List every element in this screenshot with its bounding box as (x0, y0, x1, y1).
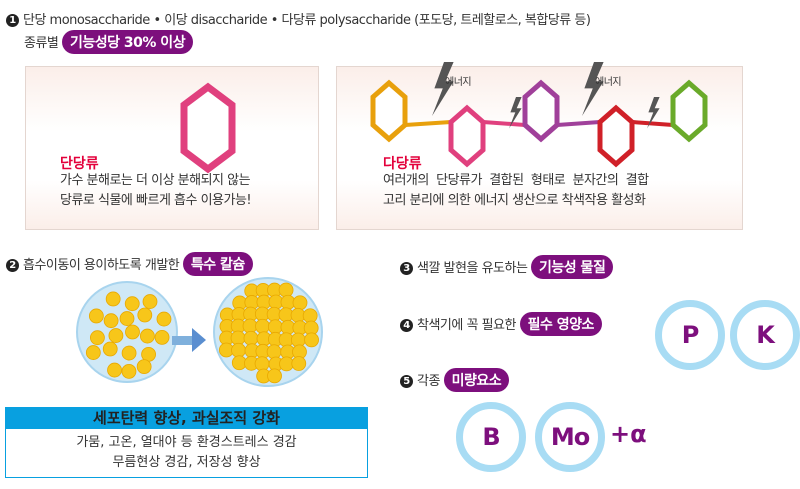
granule (88, 308, 104, 324)
granule (108, 328, 124, 343)
granule (254, 356, 270, 372)
bond-line (556, 120, 601, 127)
granule (105, 291, 121, 307)
special-calcium-badge: 특수 칼슘 (182, 252, 253, 276)
number-badge: 5 (400, 375, 413, 388)
hexagon-icon (522, 79, 560, 143)
hexagon-icon (180, 82, 236, 174)
polysaccharide-panel: 에너지 에너지 다당류 여러개의 단당류가 결합된 형태로 분자간의 결합 고리… (336, 62, 743, 230)
granule (102, 341, 118, 357)
number-badge: 2 (6, 259, 19, 272)
mono-line: 가수 분해로는 더 이상 분해되지 않는 (60, 173, 251, 188)
hexagon-icon (448, 104, 486, 168)
section2-text: 흡수이동이 용이하도록 개발한 (23, 258, 180, 273)
poly-title: 다당류 (383, 156, 422, 172)
number-badge: 3 (400, 262, 413, 275)
monosaccharide-panel: 단당류 가수 분해로는 더 이상 분해되지 않는 당류로 식물에 빠르게 흡수 … (25, 66, 319, 230)
trace-element-badge: 미량요소 (443, 368, 510, 392)
section3-text: 색깔 발현을 유도하는 (417, 261, 528, 276)
lightning-icon (647, 97, 660, 129)
hexagon-icon (597, 104, 635, 168)
benefit-line: 가뭄, 고온, 열대야 등 환경스트레스 경감 (76, 435, 297, 450)
granule (85, 345, 101, 360)
section5-heading: 5 각종 미량요소 (400, 368, 510, 392)
granule (121, 363, 137, 379)
bond-line (404, 120, 452, 127)
functional-substance-badge: 기능성 물질 (531, 255, 614, 279)
granule (266, 344, 282, 360)
section4-heading: 4 착색기에 꼭 필요한 필수 영양소 (400, 312, 602, 336)
benefit-box-title: 세포탄력 향상, 과실조직 강화 (5, 407, 368, 429)
granule (255, 318, 270, 334)
section4-text: 착색기에 꼭 필요한 (417, 318, 516, 333)
granule (121, 345, 137, 361)
benefit-box: 세포탄력 향상, 과실조직 강화 가뭄, 고온, 열대야 등 환경스트레스 경감… (5, 407, 368, 478)
section3-heading: 3 색깔 발현을 유도하는 기능성 물질 (400, 255, 614, 279)
lightning-icon (432, 62, 454, 116)
hexagon-icon (670, 79, 708, 143)
granule (125, 324, 140, 340)
section2-heading: 2 흡수이동이 용이하도록 개발한 특수 칼슘 (6, 252, 253, 276)
element-k: K (730, 300, 800, 370)
granule (267, 319, 283, 335)
number-badge: 1 (6, 14, 19, 27)
granule (304, 332, 319, 348)
prefix-text: 종류별 (24, 36, 59, 51)
benefit-box-body: 가뭄, 고온, 열대야 등 환경스트레스 경감 무름현상 경감, 저장성 향상 (5, 429, 368, 478)
poly-line: 여러개의 단당류가 결합된 형태로 분자간의 결합 (383, 173, 649, 188)
granule (119, 311, 135, 326)
bond-line (482, 120, 526, 127)
granule (90, 330, 105, 346)
lightning-icon (582, 62, 604, 116)
granule (243, 330, 259, 346)
essential-nutrient-badge: 필수 영양소 (519, 312, 602, 336)
arrow-right-icon (172, 328, 206, 352)
benefit-line: 무름현상 경감, 저장성 향상 (112, 455, 261, 470)
number-badge: 4 (400, 319, 413, 332)
element-b: B (456, 402, 526, 472)
mono-line: 당류로 식물에 빠르게 흡수 이용가능! (60, 193, 252, 208)
lightning-icon (509, 97, 522, 129)
plus-alpha: +α (610, 420, 647, 448)
cell-comparison-illustration (76, 277, 323, 387)
element-p: P (655, 300, 725, 370)
energy-label: 에너지 (595, 77, 622, 88)
hexagon-icon (370, 79, 408, 143)
mono-description: 가수 분해로는 더 이상 분해되지 않는 당류로 식물에 빠르게 흡수 이용가능… (60, 171, 252, 211)
section5-text: 각종 (417, 374, 440, 389)
granule (137, 307, 153, 323)
granule (242, 318, 258, 334)
poly-line: 고리 분리에 의한 에너지 생산으로 착색작용 활성화 (383, 193, 646, 208)
section1-subheading: 종류별 기능성당 30% 이상 (24, 30, 194, 54)
granule (124, 296, 140, 312)
poly-description: 여러개의 단당류가 결합된 형태로 분자간의 결합 고리 분리에 의한 에너지 … (383, 171, 649, 211)
granule (142, 294, 158, 309)
hexagon-chain (370, 62, 708, 168)
granule (156, 311, 172, 327)
granule (154, 329, 170, 345)
granule (278, 282, 294, 298)
granule (291, 356, 307, 371)
section1-heading: 1 단당 monosaccharide • 이당 disaccharide • 다… (6, 9, 591, 28)
granule (139, 328, 155, 344)
mono-title: 단당류 (60, 156, 99, 172)
granule (231, 342, 246, 358)
granule (136, 359, 152, 375)
granule (267, 368, 282, 384)
energy-label: 에너지 (445, 77, 472, 88)
bond-line (631, 120, 674, 127)
granule (292, 295, 308, 311)
functional-sugar-badge: 기능성당 30% 이상 (62, 30, 194, 54)
granule (107, 362, 122, 378)
granule (103, 313, 119, 329)
sugar-types-text: 단당 monosaccharide • 이당 disaccharide • 다당… (23, 13, 591, 28)
element-mo: Mo (535, 402, 605, 472)
